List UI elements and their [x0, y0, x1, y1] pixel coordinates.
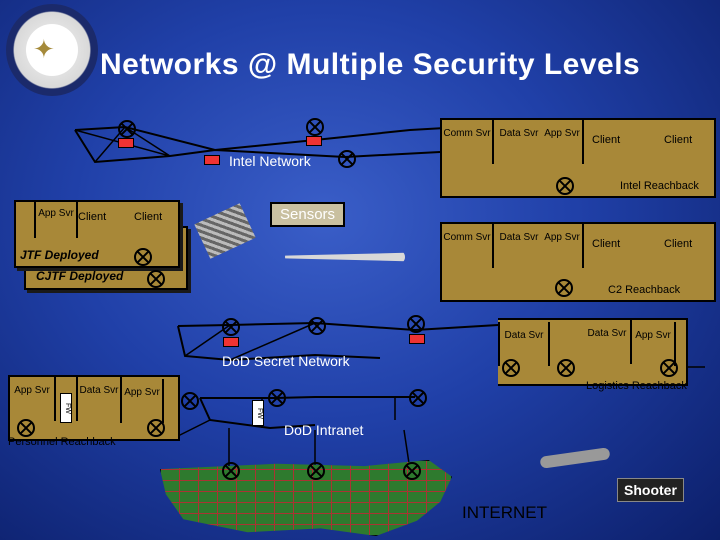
- personnel-app-svr-2: App Svr: [120, 379, 164, 423]
- firewall-marker: [204, 155, 220, 165]
- jtf-label: JTF Deployed: [20, 248, 99, 262]
- router-node: [147, 270, 165, 288]
- router-node: [660, 359, 678, 377]
- personnel-data-svr: Data Svr: [76, 377, 122, 421]
- intel-app-svr: App Svr: [542, 120, 584, 164]
- cjtf-label: CJTF Deployed: [36, 269, 124, 283]
- router-node: [403, 462, 421, 480]
- personnel-firewall: FW: [60, 393, 72, 423]
- intel-client-1: Client: [592, 134, 621, 146]
- secret-network-label: DoD Secret Network: [222, 353, 350, 369]
- seal-center: [26, 24, 78, 76]
- firewall-marker: [409, 334, 425, 344]
- intel-data-svr: Data Svr: [496, 120, 544, 164]
- intel-comm-svr: Comm Svr: [442, 120, 494, 164]
- router-node: [222, 462, 240, 480]
- c2-reachback-panel: Comm Svr Data Svr App Svr Client Client …: [440, 222, 716, 302]
- firewall-marker: [306, 136, 322, 146]
- router-node: [338, 150, 356, 168]
- intranet-firewall: FW: [252, 400, 264, 426]
- intranet-label: DoD Intranet: [284, 422, 364, 438]
- router-node: [557, 359, 575, 377]
- router-node: [556, 177, 574, 195]
- router-node: [268, 389, 286, 407]
- personnel-reachback-label: Personnel Reachback: [8, 436, 116, 448]
- router-node: [407, 315, 425, 333]
- router-node: [147, 419, 165, 437]
- router-node: [222, 318, 240, 336]
- disa-seal: ✦: [6, 4, 98, 96]
- router-node: [118, 120, 136, 138]
- router-node: [502, 359, 520, 377]
- intel-client-2: Client: [664, 134, 693, 146]
- jtf-app-svr: App Svr: [34, 202, 78, 238]
- router-node: [409, 389, 427, 407]
- sensors-label: Sensors: [270, 202, 346, 227]
- eagle-icon: ✦: [33, 34, 55, 64]
- jtf-client-1: Client: [78, 211, 107, 223]
- router-node: [308, 317, 326, 335]
- page-title: Networks @ Multiple Security Levels: [100, 48, 641, 81]
- jtf-client-2: Client: [134, 211, 163, 223]
- c2-comm-svr: Comm Svr: [442, 224, 494, 268]
- router-node: [181, 392, 199, 410]
- firewall-marker: [118, 138, 134, 148]
- c2-client-1: Client: [592, 238, 621, 250]
- router-node: [555, 279, 573, 297]
- firewall-marker: [223, 337, 239, 347]
- logistics-reachback-label: Logistics Reachback: [586, 380, 687, 392]
- router-node: [307, 462, 325, 480]
- secret-data-svr-2: Data Svr: [584, 320, 632, 364]
- c2-app-svr: App Svr: [542, 224, 584, 268]
- logistics-panel: Data Svr Data Svr App Svr: [498, 318, 688, 386]
- internet-label: INTERNET: [462, 503, 547, 522]
- c2-data-svr: Data Svr: [496, 224, 544, 268]
- personnel-app-svr-1: App Svr: [8, 377, 56, 421]
- c2-reachback-label: C2 Reachback: [608, 284, 681, 296]
- router-node: [17, 419, 35, 437]
- intel-reachback-panel: Comm Svr Data Svr App Svr Client Client …: [440, 118, 716, 198]
- c2-client-2: Client: [664, 238, 693, 250]
- uav-icon: [285, 252, 405, 262]
- intel-reachback-label: Intel Reachback: [620, 180, 699, 192]
- intel-network-label: Intel Network: [229, 153, 311, 169]
- jtf-panel: App Svr Client Client JTF Deployed: [14, 200, 180, 268]
- router-node: [134, 248, 152, 266]
- router-node: [306, 118, 324, 136]
- shooter-label: Shooter: [617, 478, 684, 502]
